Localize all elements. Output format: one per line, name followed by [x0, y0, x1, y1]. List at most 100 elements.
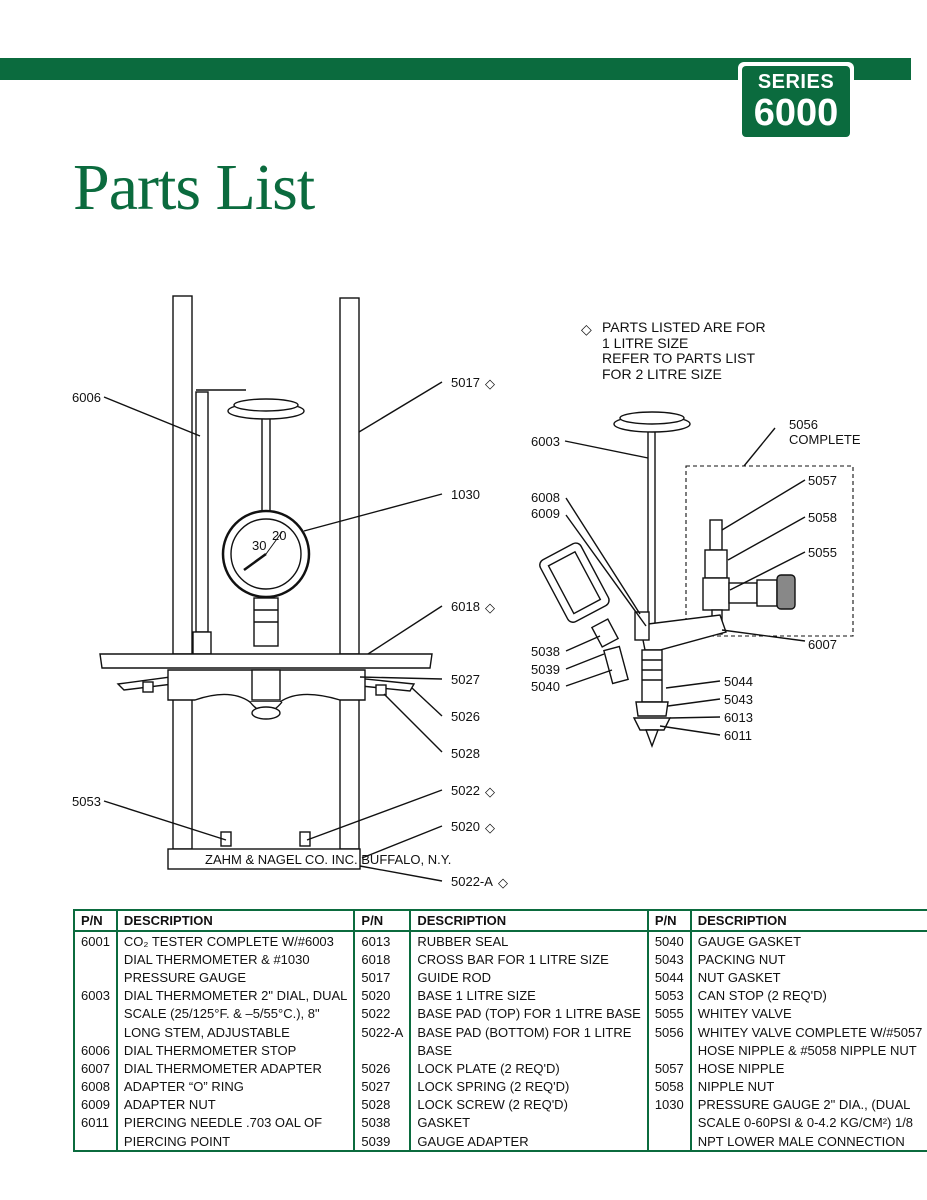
cell-pn	[353, 1041, 411, 1060]
cell-description: CROSS BAR FOR 1 LITRE SIZE	[409, 950, 648, 969]
note-line: REFER TO PARTS LIST	[602, 350, 756, 366]
callout-6008: 6008	[531, 490, 560, 505]
callout-6011: 6011	[724, 728, 752, 743]
assembly-diagram: 30 20 ZAHM & NAGEL CO. INC. BUFFALO, N.Y…	[72, 295, 861, 890]
cell-pn	[74, 1005, 117, 1023]
cell-description: ADAPTER “O” RING	[115, 1077, 355, 1096]
cell-description: GUIDE ROD	[409, 968, 648, 987]
cell-description: PRESSURE GAUGE	[115, 968, 355, 987]
cell-pn: 5043	[646, 950, 691, 969]
cell-description: LONG STEM, ADJUSTABLE	[115, 1022, 355, 1042]
cell-description: DIAL THERMOMETER ADAPTER	[115, 1059, 355, 1078]
cell-description: WHITEY VALVE COMPLETE W/#5057	[689, 1022, 927, 1042]
cell-description: BASE PAD (TOP) FOR 1 LITRE BASE	[409, 1004, 648, 1023]
callout-5044: 5044	[724, 674, 753, 689]
base-label: ZAHM & NAGEL CO. INC. BUFFALO, N.Y.	[205, 852, 451, 867]
cell-description: GAUGE ADAPTER	[409, 1132, 648, 1152]
table-header-row: P/N DESCRIPTION P/N DESCRIPTION P/N DESC…	[74, 910, 927, 932]
series-badge: SERIES 6000	[738, 62, 854, 141]
note-line: FOR 2 LITRE SIZE	[602, 365, 722, 382]
cell-pn: 5053	[646, 986, 691, 1005]
cell-description: HOSE NIPPLE & #5058 NIPPLE NUT	[689, 1041, 927, 1060]
cell-pn	[646, 1113, 691, 1133]
callout-5022: 5022	[451, 783, 480, 798]
cell-description: DIAL THERMOMETER & #1030	[115, 950, 355, 969]
cell-description: SCALE (25/125°F. & –5/55°C.), 8"	[115, 1004, 355, 1023]
callout-5039: 5039	[531, 662, 560, 677]
parts-note: ◇ PARTS LISTED ARE FOR 1 LITRE SIZE REFE…	[581, 319, 766, 382]
cell-pn: 5057	[646, 1059, 691, 1078]
cell-pn: 5027	[353, 1077, 411, 1096]
diamond-icon: ◇	[485, 600, 495, 615]
cell-pn: 6007	[81, 1060, 110, 1076]
cell-pn: 1030	[646, 1095, 691, 1114]
callout-6018: 6018	[451, 599, 480, 614]
cell-pn: 5040	[646, 931, 691, 951]
parts-table: P/N DESCRIPTION P/N DESCRIPTION P/N DESC…	[73, 909, 927, 1153]
callout-5038: 5038	[531, 644, 560, 659]
cell-description: HOSE NIPPLE	[689, 1059, 927, 1078]
cell-description: BASE PAD (BOTTOM) FOR 1 LITRE	[409, 1022, 648, 1042]
cell-description: PIERCING NEEDLE .703 OAL OF	[115, 1113, 355, 1133]
callout-5026: 5026	[451, 709, 480, 724]
callout-5028: 5028	[451, 746, 480, 761]
callout-6006: 6006	[72, 390, 101, 405]
cell-description: BASE	[409, 1041, 648, 1060]
callout-5027: 5027	[451, 672, 480, 687]
cell-description: RUBBER SEAL	[409, 931, 648, 951]
note-line: 1 LITRE SIZE	[602, 334, 689, 351]
cell-pn	[74, 968, 117, 986]
cell-pn: 6001	[81, 933, 110, 949]
callout-5055: 5055	[808, 545, 837, 560]
series-label: SERIES	[757, 70, 835, 93]
cell-description: WHITEY VALVE	[689, 1004, 927, 1023]
series-number: 6000	[753, 91, 839, 134]
cell-description: NUT GASKET	[689, 968, 927, 987]
svg-text:20: 20	[272, 528, 286, 543]
cell-pn: 5058	[646, 1077, 691, 1096]
cell-description: BASE 1 LITRE SIZE	[409, 986, 648, 1005]
cell-pn: 5056	[646, 1022, 691, 1042]
column-header-description: DESCRIPTION	[689, 910, 927, 932]
cell-description: DIAL THERMOMETER 2" DIAL, DUAL	[115, 986, 355, 1005]
callout-6007: 6007	[808, 637, 837, 652]
cell-description: DIAL THERMOMETER STOP	[115, 1041, 355, 1060]
diamond-icon: ◇	[485, 820, 495, 835]
cell-pn	[646, 1132, 691, 1152]
cell-pn: 5039	[353, 1132, 411, 1152]
diamond-icon: ◇	[581, 321, 592, 337]
cell-description: LOCK SPRING (2 REQ'D)	[409, 1077, 648, 1096]
cell-pn	[74, 950, 117, 968]
cell-description: LOCK SCREW (2 REQ'D)	[409, 1095, 648, 1114]
callout-5022a: 5022-A	[451, 874, 493, 889]
cell-pn: 6011	[81, 1115, 109, 1131]
cell-pn: 5022	[353, 1004, 411, 1023]
callout-6013: 6013	[724, 710, 753, 725]
callout-6003: 6003	[531, 434, 560, 449]
cell-pn: 5028	[353, 1095, 411, 1114]
callout-5020: 5020	[451, 819, 480, 834]
cell-description: SCALE 0-60PSI & 0-4.2 KG/CM²) 1/8	[689, 1113, 927, 1133]
cell-description: GASKET	[409, 1113, 648, 1133]
callout-5056: 5056	[789, 417, 818, 432]
cell-pn: 5038	[353, 1113, 411, 1133]
column-header-description: DESCRIPTION	[115, 910, 355, 932]
top-banner-bar	[0, 58, 911, 80]
callout-5058: 5058	[808, 510, 837, 525]
cell-description: ADAPTER NUT	[115, 1095, 355, 1114]
column-header-pn: P/N	[646, 910, 691, 932]
callout-5053: 5053	[72, 794, 101, 809]
column-header-description: DESCRIPTION	[409, 910, 648, 932]
cell-pn: 5017	[353, 968, 411, 987]
callout-5017: 5017	[451, 375, 480, 390]
